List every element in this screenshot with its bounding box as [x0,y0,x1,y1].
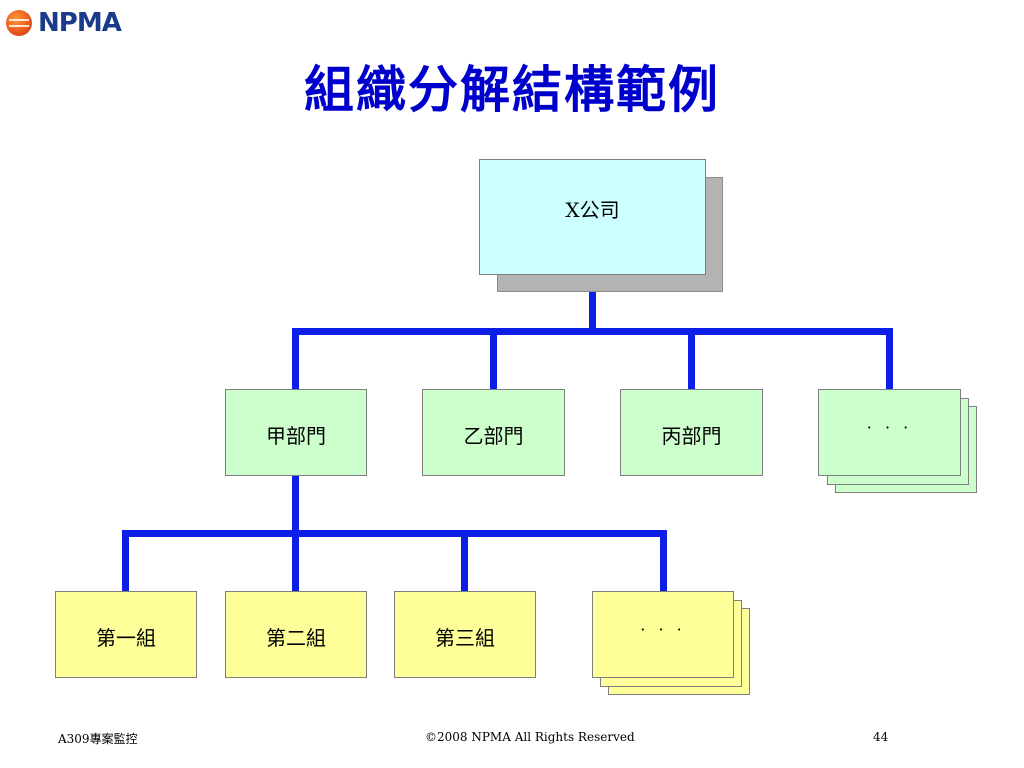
page-title: 組織分解結構範例 [304,60,720,119]
connector-group-3 [461,530,468,592]
connector-group-1 [122,530,129,592]
connector-dept-a [292,328,299,390]
npma-logo: NPMA [6,6,146,42]
dept-more-node: · · · [818,389,961,476]
footer-page-number: 44 [873,730,889,744]
connector-dept-bus [292,328,893,335]
group-2-node: 第二組 [225,591,367,678]
footer-copyright: ©2008 NPMA All Rights Reserved [425,730,635,744]
dept-b-node: 乙部門 [422,389,565,476]
connector-group-bus [122,530,667,537]
company-node: X公司 [479,159,706,275]
group-3-node: 第三組 [394,591,536,678]
connector-dept-b [490,328,497,390]
globe-icon [6,10,32,36]
connector-dept-more [886,328,893,390]
logo-text: NPMA [38,8,122,38]
dept-a-node: 甲部門 [225,389,367,476]
connector-group-more [660,530,667,592]
group-1-node: 第一組 [55,591,197,678]
dept-c-node: 丙部門 [620,389,763,476]
connector-company-down [589,274,596,332]
group-more-node: · · · [592,591,734,678]
connector-group-2 [292,530,299,592]
connector-dept-a-down [292,476,299,536]
connector-dept-c [688,328,695,390]
footer-course: A309專案監控 [58,732,138,746]
